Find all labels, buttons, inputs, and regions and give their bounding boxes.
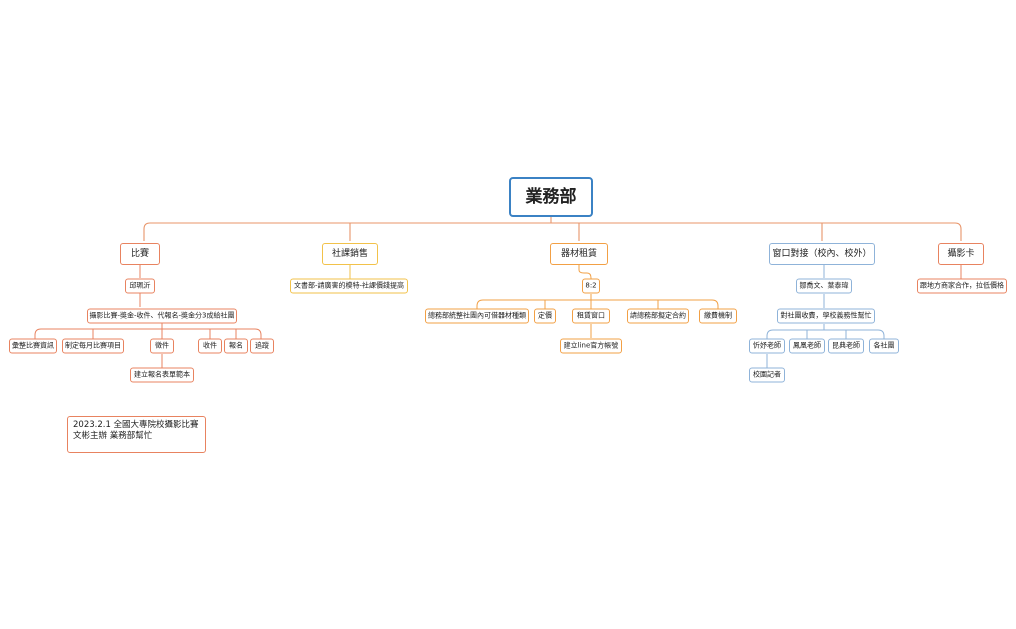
node-line-account[interactable]: 建立line官方帳號 xyxy=(560,338,622,354)
node-rental-window[interactable]: 租賃窗口 xyxy=(572,308,610,324)
node-teacher-2[interactable]: 鳳凰老師 xyxy=(789,338,825,354)
edge-root-to-branches xyxy=(143,217,962,241)
node-window-task[interactable]: 對社團收費，學校義務性幫忙 xyxy=(777,308,875,324)
node-equipment-list[interactable]: 總務部統整社團內可借器材種類 xyxy=(425,308,529,324)
floating-note[interactable]: 2023.2.1 全國大專院校攝影比賽 文彬主辦 業務部幫忙 xyxy=(67,416,206,453)
node-collect-info[interactable]: 彙整比賽資訊 xyxy=(9,338,57,354)
node-form-template[interactable]: 建立報名表單範本 xyxy=(130,367,194,383)
node-sales-detail[interactable]: 文書部-請廣害的模特-社課價錢提高 xyxy=(290,278,408,294)
node-teacher-3[interactable]: 昆典老師 xyxy=(828,338,864,354)
node-call-for-entries[interactable]: 徵件 xyxy=(150,338,174,354)
note-line-1: 2023.2.1 全國大專院校攝影比賽 xyxy=(73,420,199,430)
node-follow-up[interactable]: 追蹤 xyxy=(250,338,274,354)
branch-competition[interactable]: 比賽 xyxy=(120,243,160,265)
node-competition-task[interactable]: 攝影比賽-獎金-收件、代報名-獎金分3成給社團 xyxy=(87,308,237,324)
node-campus-reporter[interactable]: 校園記者 xyxy=(749,367,785,383)
edge-window xyxy=(766,264,885,368)
edge-rental xyxy=(476,264,719,338)
branch-sales[interactable]: 社課銷售 xyxy=(322,243,378,265)
node-contract[interactable]: 請總務部擬定合約 xyxy=(627,308,689,324)
node-card-detail[interactable]: 跟地方商家合作，拉低價格 xyxy=(917,278,1007,294)
node-competition-owner[interactable]: 邱珮沂 xyxy=(125,278,155,294)
node-rental-ratio[interactable]: 8:2 xyxy=(582,278,600,294)
node-window-people[interactable]: 鄒喬文、葉泰瑋 xyxy=(796,278,852,294)
branch-window[interactable]: 窗口對接（校內、校外） xyxy=(769,243,875,265)
branch-photo-card[interactable]: 攝影卡 xyxy=(938,243,984,265)
node-clubs[interactable]: 各社團 xyxy=(869,338,899,354)
note-line-2: 文彬主辦 業務部幫忙 xyxy=(73,431,153,442)
branch-rental[interactable]: 器材租賃 xyxy=(550,243,608,265)
edge-competition xyxy=(34,264,262,368)
node-receive[interactable]: 收件 xyxy=(198,338,222,354)
node-register[interactable]: 報名 xyxy=(224,338,248,354)
node-teacher-1[interactable]: 忻妤老師 xyxy=(749,338,785,354)
node-pricing[interactable]: 定價 xyxy=(534,308,556,324)
node-monthly-plan[interactable]: 制定每月比賽項目 xyxy=(62,338,124,354)
root-node[interactable]: 業務部 xyxy=(509,177,593,217)
node-payment[interactable]: 繳費機制 xyxy=(699,308,737,324)
